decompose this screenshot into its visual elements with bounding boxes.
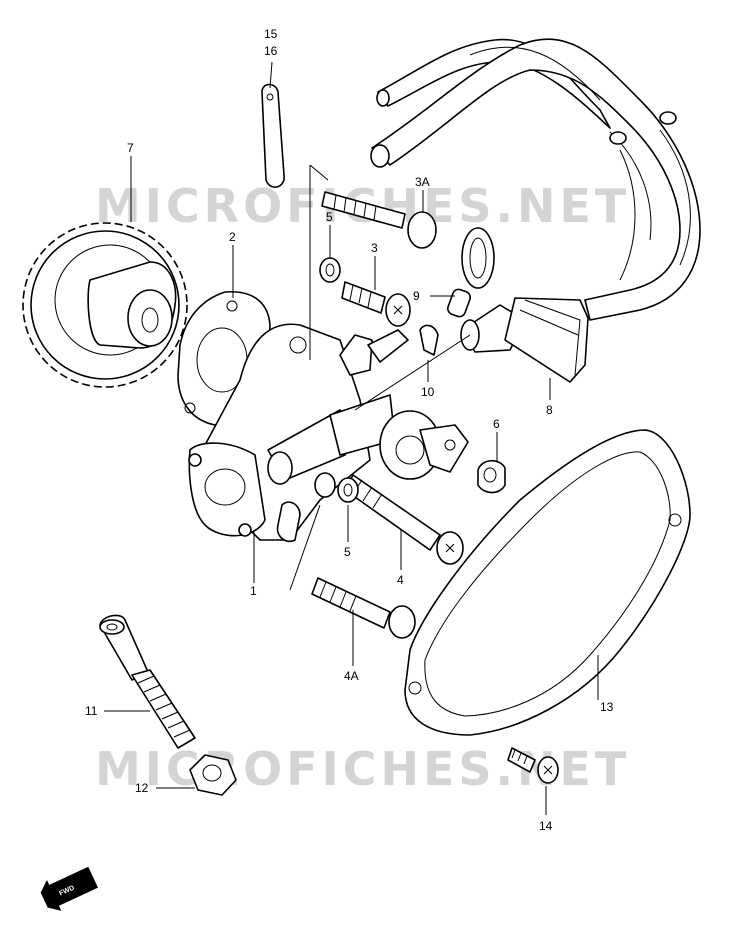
fwd-arrow-icon: FWD — [40, 866, 98, 911]
stud-bolt — [99, 614, 196, 749]
label-4: 4 — [397, 573, 404, 587]
banjo-fitting — [419, 227, 589, 383]
hex-nut — [189, 754, 237, 796]
label-8: 8 — [546, 403, 553, 417]
label-6: 6 — [493, 417, 500, 431]
label-14: 14 — [539, 819, 553, 833]
label-3a: 3A — [415, 175, 430, 189]
bolt-4 — [344, 474, 464, 565]
washer-upper — [319, 257, 341, 283]
bolt-3 — [341, 281, 411, 327]
label-3: 3 — [371, 241, 378, 255]
label-16: 16 — [264, 44, 278, 58]
label-13: 13 — [600, 700, 614, 714]
cable-end — [477, 459, 506, 494]
label-7: 7 — [127, 141, 134, 155]
label-12: 12 — [135, 781, 149, 795]
label-2: 2 — [229, 230, 236, 244]
oil-pump-body — [188, 323, 469, 543]
label-4a: 4A — [344, 669, 359, 683]
bolt-4a — [311, 577, 416, 639]
bolt-3a — [321, 191, 437, 249]
label-5-lower: 5 — [344, 545, 351, 559]
label-1: 1 — [250, 584, 257, 598]
label-9: 9 — [413, 289, 420, 303]
hose-clip — [261, 83, 285, 188]
oil-hoses — [370, 38, 701, 321]
label-11: 11 — [85, 704, 98, 718]
label-5-upper: 5 — [326, 210, 333, 224]
leader-lines — [104, 61, 599, 815]
label-10: 10 — [421, 385, 435, 399]
callout-labels: 15 16 7 3A 2 5 3 9 10 8 6 5 4 1 4A 13 11… — [85, 27, 614, 833]
washer-lower — [337, 477, 359, 503]
label-15: 15 — [264, 27, 278, 41]
pump-cover-gasket — [404, 429, 691, 736]
pump-drive-gear — [22, 222, 188, 388]
pan-head-screw — [507, 747, 559, 784]
